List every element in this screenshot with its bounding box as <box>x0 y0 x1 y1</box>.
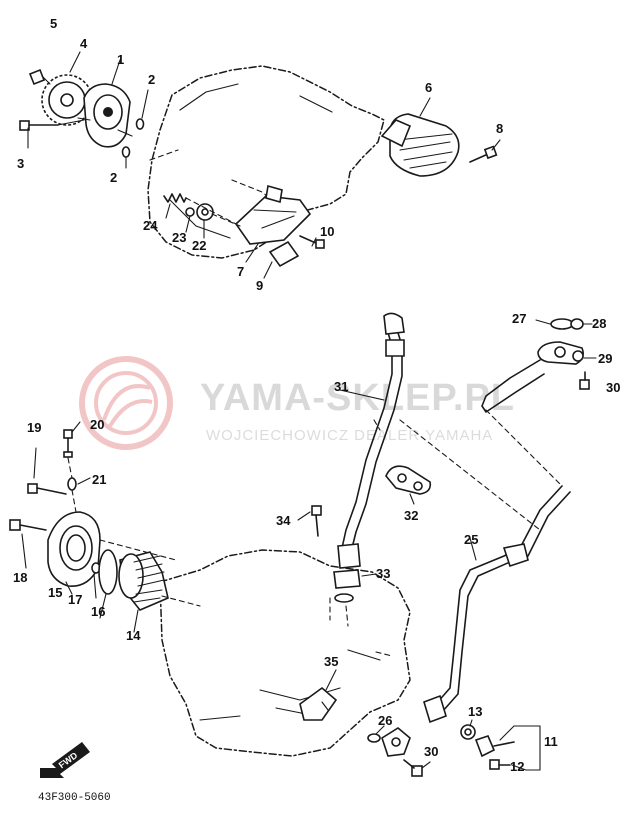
callout-16: 16 <box>91 604 105 619</box>
callout-22: 22 <box>192 238 206 253</box>
lower-fitting-group <box>367 719 541 777</box>
callout-11: 11 <box>544 734 558 749</box>
hose-clamp-group <box>297 465 432 603</box>
callout-29: 29 <box>598 351 612 366</box>
callout-18: 18 <box>13 570 27 585</box>
lower-crankcase <box>159 549 411 757</box>
oil-pipe-25 <box>423 485 571 724</box>
union-33 <box>333 543 377 603</box>
o-ring-26 <box>367 733 381 743</box>
callout-9: 9 <box>256 278 263 293</box>
callout-35: 35 <box>324 654 338 669</box>
callout-30-upper: 30 <box>606 380 620 395</box>
callout-34: 34 <box>276 513 291 528</box>
cover-bolt-18 <box>9 519 47 531</box>
oil-pump-group <box>19 51 149 169</box>
callout-14: 14 <box>126 628 141 643</box>
baffle-35 <box>299 669 338 721</box>
strainer-bolt <box>469 139 501 163</box>
watermark: YAMA-SKLEP.PL WOJCIECHOWICZ DEALER YAMAH… <box>79 356 515 450</box>
callout-28: 28 <box>592 316 606 331</box>
callout-33: 33 <box>376 566 390 581</box>
union-bolt-11 <box>474 735 515 758</box>
callout-30-lower: 30 <box>424 744 438 759</box>
callout-23: 23 <box>172 230 186 245</box>
watermark-tagline: WOJCIECHOWICZ DEALER YAMAHA <box>206 427 493 444</box>
callout-13: 13 <box>468 704 482 719</box>
oil-delivery-pipe <box>339 312 405 549</box>
callout-26: 26 <box>378 713 392 728</box>
pump-screw <box>19 120 59 131</box>
callout-5: 5 <box>50 16 57 31</box>
callout-3: 3 <box>17 156 24 171</box>
callout-6: 6 <box>425 80 432 95</box>
diagram-code: 43F300-5060 <box>38 792 111 804</box>
callout-25: 25 <box>464 532 478 547</box>
callout-27: 27 <box>512 311 526 326</box>
upper-hose-fitting <box>399 318 597 531</box>
oil-filter-group <box>9 421 201 633</box>
bolt-30-lower <box>403 759 431 777</box>
oil-strainer-group <box>380 97 501 177</box>
gasket-27 <box>550 318 574 330</box>
bolt-12 <box>489 759 511 770</box>
cover-bolt-19 <box>27 483 67 495</box>
o-ring-upper <box>135 118 145 130</box>
callout-17: 17 <box>68 592 82 607</box>
callout-2-lower: 2 <box>110 170 117 185</box>
forward-arrow: FWD <box>40 742 90 778</box>
callout-32: 32 <box>404 508 418 523</box>
relief-o-ring <box>185 207 195 217</box>
callout-2-upper: 2 <box>148 72 155 87</box>
callout-labels: 1 2 2 3 4 5 6 7 8 9 10 11 12 13 14 15 16… <box>13 16 620 774</box>
watermark-logo <box>79 356 173 450</box>
upper-crankcase <box>147 65 385 259</box>
o-ring-16 <box>98 549 118 595</box>
callout-10: 10 <box>320 224 334 239</box>
callout-24: 24 <box>143 218 158 233</box>
circlip <box>28 68 46 86</box>
relief-valve-group <box>163 184 325 279</box>
union-bolt-29 <box>572 350 584 362</box>
filter-cover <box>47 511 101 587</box>
relief-spring <box>163 193 187 203</box>
callout-31: 31 <box>334 379 348 394</box>
callout-20: 20 <box>90 417 104 432</box>
callout-7: 7 <box>237 264 244 279</box>
oil-filter-element <box>118 551 169 611</box>
callout-1: 1 <box>117 52 124 67</box>
pump-drive-gear <box>41 74 93 126</box>
callout-15: 15 <box>48 585 62 600</box>
bolt-30-upper <box>579 371 590 390</box>
clamp-32 <box>385 465 432 495</box>
o-ring-28 <box>570 318 584 330</box>
callout-4: 4 <box>80 36 88 51</box>
watermark-brand: YAMA-SKLEP.PL <box>200 377 515 419</box>
drain-bolt-20 <box>63 429 73 458</box>
o-ring-lower <box>121 146 131 158</box>
bolt-34 <box>297 505 322 537</box>
washer-21 <box>67 477 77 491</box>
callout-12: 12 <box>510 759 524 774</box>
callout-19: 19 <box>27 420 41 435</box>
callout-21: 21 <box>92 472 106 487</box>
callout-8: 8 <box>496 121 503 136</box>
oil-pump-assy <box>77 83 133 148</box>
